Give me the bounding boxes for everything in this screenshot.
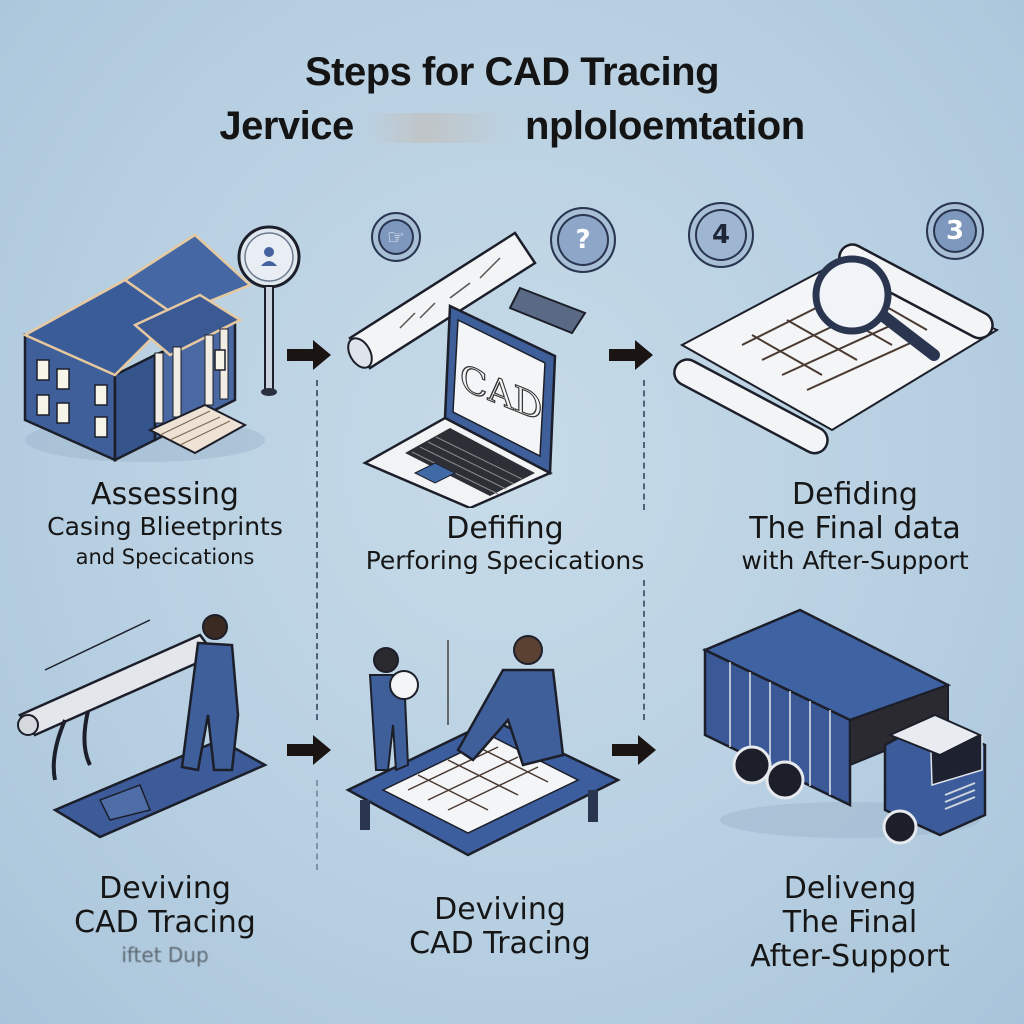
dashed-divider (643, 380, 645, 510)
step-subtitle: The Final (782, 905, 918, 940)
step-heading: Deviving (434, 892, 566, 927)
step-subtitle: Perforing Specications (365, 546, 645, 575)
title-line-2-end: nplоlоemtation (525, 104, 805, 148)
blueprint-roll-icon (347, 231, 537, 370)
step-badge-question: ? (550, 207, 616, 273)
step-subtitle: and Specications (75, 545, 255, 569)
blueprint-scroll-illustration (673, 243, 1000, 455)
worker-figure (456, 635, 565, 767)
step-2-label: Defifing Perforing Specications (335, 512, 675, 576)
title-line-2-start: Jervice (219, 104, 354, 148)
magnifier-sign-icon (237, 225, 301, 396)
delivery-truck-illustration (701, 608, 987, 845)
drafting-table-illustration (345, 635, 621, 857)
badge-glyph: ? (575, 225, 591, 255)
step-subtitle: with After-Support (741, 546, 969, 575)
step-badge-left: ☞ (371, 212, 421, 262)
ruler-icon (508, 286, 587, 335)
step-4-label: Deviving CAD Tracing iftet Dup (20, 872, 310, 970)
badge-glyph: 3 (945, 216, 965, 246)
title-line-2: Jervice nplоlоemtation (0, 102, 1024, 150)
dashed-divider (643, 580, 645, 720)
step-1-label: Assessing Casing Blieetprints and Specic… (20, 478, 310, 572)
badge-glyph: ☞ (387, 225, 405, 249)
truck-wheels (732, 745, 918, 845)
step-heading: Defiding (792, 477, 918, 512)
arrow-right-icon (612, 735, 656, 765)
arrow-right-icon (609, 340, 653, 370)
step-heading: Assessing (91, 477, 239, 512)
step-subtitle: Casing Blieetprints (47, 512, 283, 541)
step-6-label: Deliveng The Final After-Support (730, 872, 970, 974)
house-illustration (22, 233, 265, 463)
step-subtitle: After-Support (750, 939, 950, 974)
step-subtitle: iftet Dup (121, 943, 209, 967)
title-blurred-gap (364, 113, 515, 144)
step-subtitle: CAD Tracing (74, 905, 256, 940)
step-heading: Deviving (99, 871, 231, 906)
badge-glyph: 4 (711, 220, 731, 250)
dashed-divider (316, 380, 318, 720)
worker-figure (180, 614, 240, 772)
step-badge-four: 4 (688, 202, 754, 268)
step-badge-three: 3 (926, 202, 984, 260)
worker-scanner-illustration (17, 614, 268, 839)
step-heading: Defifing (446, 511, 564, 546)
step-5-label: Deviving CAD Tracing (380, 893, 620, 961)
step-3-label: Defiding The Final data with After-Suppo… (700, 478, 1010, 576)
step-heading: Deliveng (783, 871, 917, 906)
step-subtitle: The Final data (749, 511, 961, 546)
infographic-title: Steps for CAD Tracing Jervice nplоlоemta… (0, 48, 1024, 150)
step-subtitle: CAD Tracing (409, 926, 591, 961)
arrow-right-icon (287, 340, 331, 370)
title-line-1: Steps for CAD Tracing (304, 50, 720, 94)
arrow-right-icon (287, 735, 331, 765)
worker-figure (368, 640, 449, 772)
magnifying-glass-icon (812, 255, 940, 361)
laptop-cad-illustration: CAD (347, 231, 587, 508)
dashed-divider (316, 780, 318, 870)
